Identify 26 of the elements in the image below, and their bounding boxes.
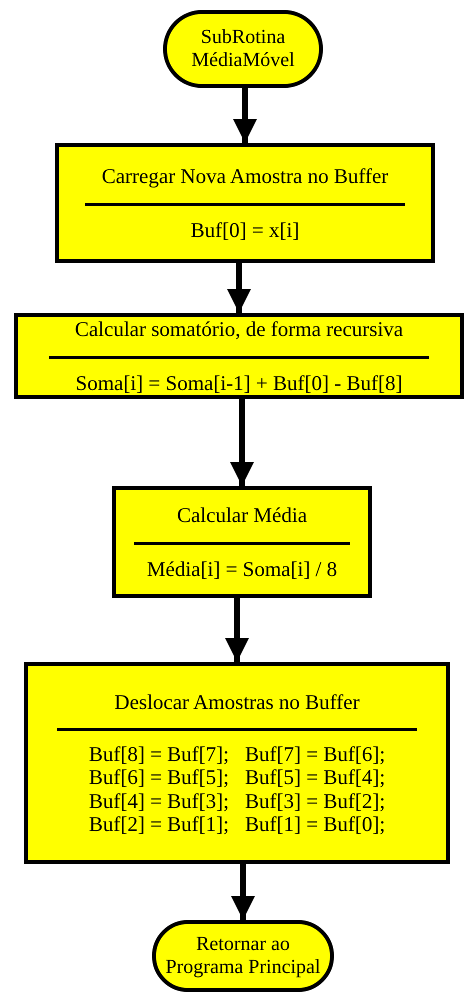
- assignment-text: Buf[8] = Buf[7];: [88, 743, 229, 766]
- assignment-text: Buf[3] = Buf[2];: [245, 790, 386, 813]
- assignment-text: Buf[4] = Buf[3];: [88, 790, 229, 813]
- formula-text: Buf[0] = x[i]: [190, 218, 300, 242]
- process-box: [14, 313, 464, 399]
- flow-arrow: [230, 399, 254, 486]
- flow-arrow: [225, 598, 249, 662]
- step-heading: Carregar Nova Amostra no Buffer: [102, 164, 388, 188]
- flow-arrow: [227, 263, 251, 313]
- flow-arrow: [233, 88, 257, 143]
- assignment-text: Buf[6] = Buf[5];: [88, 766, 229, 790]
- assignment-text: Buf[1] = Buf[0];: [245, 812, 386, 836]
- flow-arrow: [231, 864, 255, 920]
- assignment-text: Buf[2] = Buf[1];: [88, 812, 229, 836]
- assignment-text: Buf[5] = Buf[4];: [245, 766, 386, 790]
- formula-text: Soma[i] = Soma[i-1] + Buf[0] - Buf[8]: [76, 370, 402, 395]
- step-heading: Calcular Média: [176, 503, 308, 528]
- process-box: [55, 143, 435, 263]
- formula-text: Média[i] = Soma[i] / 8: [146, 556, 338, 581]
- process-box: [24, 662, 450, 864]
- terminal-label: SubRotina MédiaMóvel: [190, 26, 296, 72]
- assignment-text: Buf[7] = Buf[6];: [245, 743, 386, 766]
- step-heading: Deslocar Amostras no Buffer: [114, 690, 360, 714]
- process-box: [112, 486, 372, 598]
- step-heading: Calcular somatório, de forma recursiva: [74, 317, 404, 342]
- terminal-label: Retornar ao Programa Principal: [164, 933, 322, 979]
